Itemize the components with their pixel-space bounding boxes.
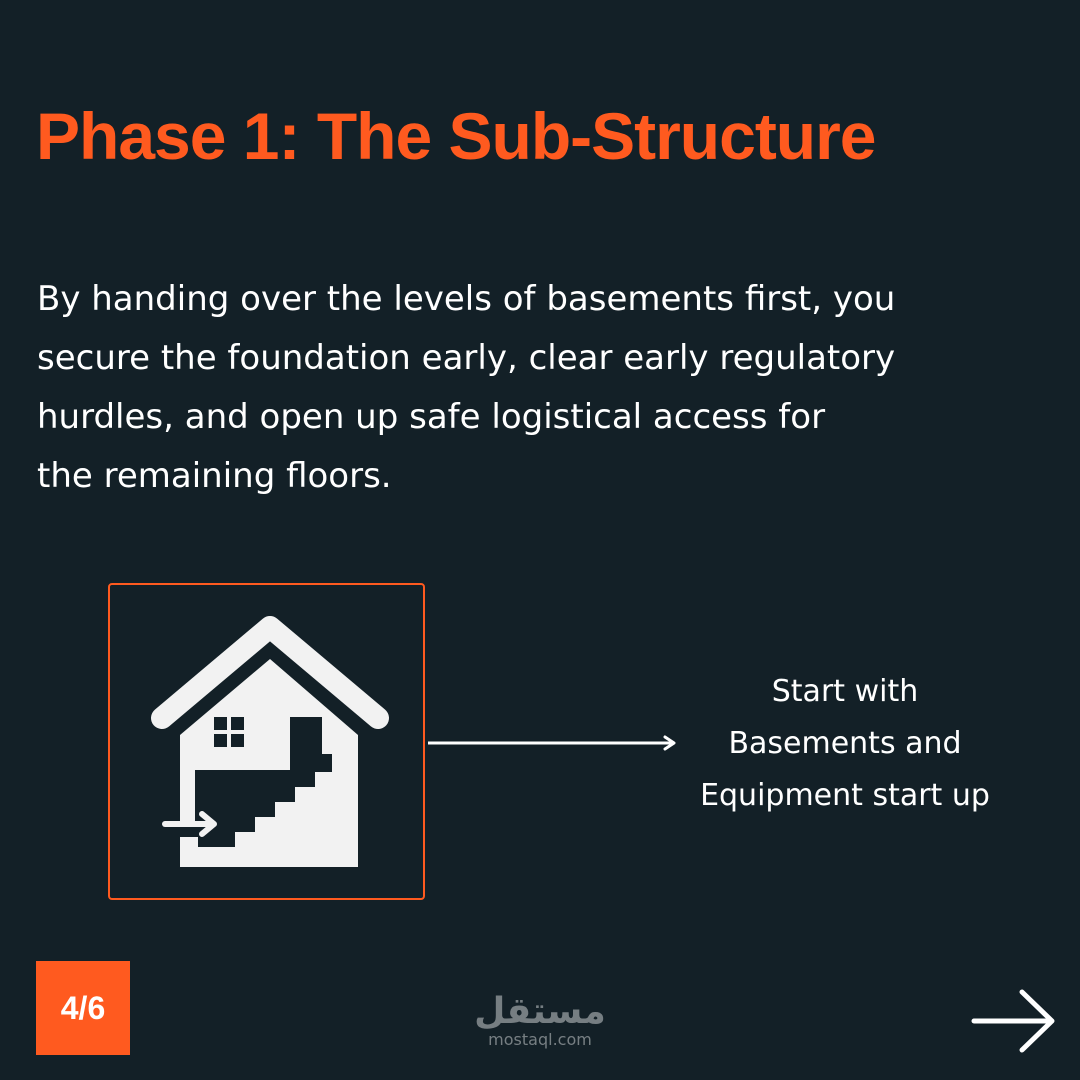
body-paragraph: By handing over the levels of basements … <box>37 270 997 506</box>
arrow-right-icon <box>428 735 676 751</box>
page-indicator: 4/6 <box>36 961 130 1055</box>
caption-line: Basements and <box>728 726 962 761</box>
next-arrow-icon[interactable] <box>968 986 1058 1056</box>
body-line: the remaining floors. <box>37 456 392 496</box>
step-caption: Start with Basements and Equipment start… <box>680 666 1010 822</box>
caption-line: Equipment start up <box>700 778 990 813</box>
icon-frame <box>108 583 425 900</box>
house-basement-stairs-icon <box>151 616 389 867</box>
caption-line: Start with <box>771 674 919 709</box>
body-line: secure the foundation early, clear early… <box>37 338 896 378</box>
watermark-arabic: مستقل <box>474 991 606 1032</box>
watermark-logo: مستقل mostaql.com <box>450 993 630 1049</box>
body-line: By handing over the levels of basements … <box>37 279 896 319</box>
body-line: hurdles, and open up safe logistical acc… <box>37 397 826 437</box>
page-title: Phase 1: The Sub-Structure <box>36 99 877 173</box>
watermark-url: mostaql.com <box>488 1030 592 1049</box>
